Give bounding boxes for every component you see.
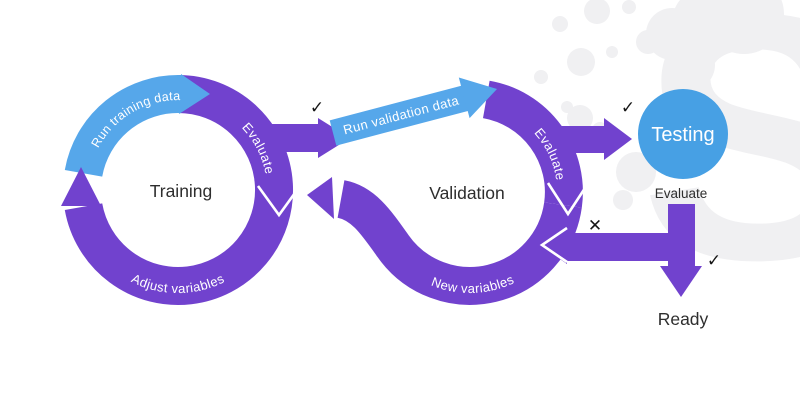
- watermark-dot: [567, 105, 593, 131]
- testing-evaluate-caption: Evaluate: [655, 186, 708, 201]
- training-evaluate-chevron-icon: [256, 185, 302, 218]
- watermark-dot: [567, 48, 595, 76]
- testing-section: Testing Evaluate Ready: [539, 89, 728, 329]
- ready-label: Ready: [658, 309, 709, 329]
- training-pass-check-icon: ✓: [310, 98, 324, 117]
- watermark-dot: [584, 0, 610, 24]
- watermark-dot: [616, 152, 656, 192]
- watermark-dot: [613, 190, 633, 210]
- run-validation-data-banner: Run validation data: [329, 77, 497, 146]
- testing-circle: [638, 89, 728, 179]
- testing-pass-check-icon: ✓: [707, 251, 721, 270]
- validation-evaluate-chevron-icon: [546, 181, 591, 217]
- watermark-dot: [552, 16, 568, 32]
- run-training-data-arrowhead-icon: [179, 74, 210, 114]
- validation-pass-branch-arrowhead-icon: [604, 118, 632, 160]
- run-validation-data-arrowhead-icon: [458, 77, 497, 119]
- watermark-dot: [534, 70, 548, 84]
- watermark-dot: [561, 101, 573, 113]
- pass-fail-marks: ✓ ✓ ✕ ✓: [310, 98, 721, 270]
- training-evaluate-branch-arrowhead-icon: [318, 118, 350, 158]
- validation-pass-branch-shaft: [552, 126, 604, 153]
- testing-pass-down-arrowhead-icon: [660, 266, 702, 297]
- validation-pass-check-icon: ✓: [621, 98, 635, 117]
- testing-fail-cross-icon: ✕: [588, 216, 602, 235]
- training-evaluate-branch-shaft: [252, 124, 318, 152]
- validation-cycle: Evaluate New variables Validation: [307, 80, 632, 305]
- watermark-dot: [704, 0, 784, 54]
- testing-pass-down-shaft: [668, 204, 695, 268]
- run-training-data-arc: [64, 75, 182, 178]
- run-validation-data-band: [329, 85, 470, 146]
- validation-evaluate-arc: [482, 80, 583, 208]
- testing-fail-return-arrowhead-icon: [540, 226, 567, 264]
- validation-label: Validation: [429, 183, 505, 203]
- new-variables-arc: [336, 180, 582, 305]
- adjust-variables-arrowhead-icon: [61, 167, 101, 206]
- testing-label: Testing: [651, 124, 714, 146]
- new-variables-arrowhead-icon: [307, 177, 334, 219]
- testing-fail-chevron-icon: [539, 226, 568, 264]
- watermark-dot: [622, 0, 636, 14]
- training-cycle: Run training data Evaluate Adjust variab…: [61, 74, 350, 305]
- training-label: Training: [150, 181, 213, 201]
- watermark-dot: [665, 40, 715, 90]
- training-purple-ring-arc: [64, 75, 294, 305]
- watermark-dot: [606, 46, 618, 58]
